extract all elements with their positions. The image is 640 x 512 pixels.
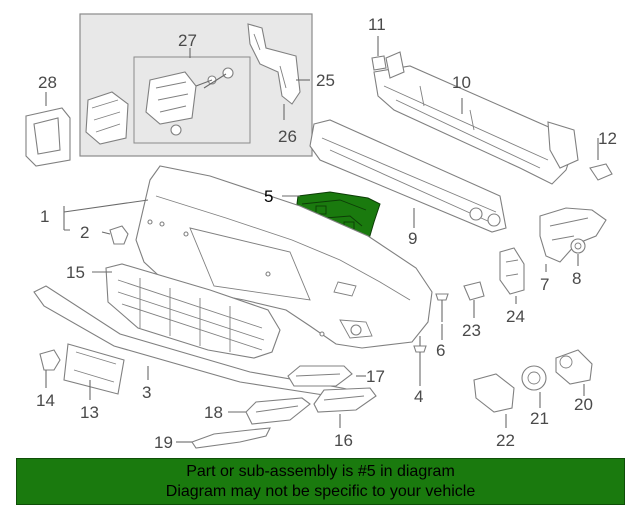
inset-box — [79, 13, 313, 157]
part-12-screw — [589, 163, 613, 181]
leader-lines — [45, 36, 599, 443]
part-4-bolt — [413, 336, 427, 368]
callout-18: 18 — [204, 403, 223, 422]
callout-10: 10 — [452, 73, 471, 92]
callout-17: 17 — [366, 367, 385, 386]
callout-26: 26 — [278, 127, 297, 146]
callout-6: 6 — [436, 341, 445, 360]
exploded-parts-diagram: 1 2 3 4 5 6 7 8 9 10 11 12 13 14 15 16 1… — [25, 13, 617, 452]
part-22-sensor-bracket — [473, 373, 515, 413]
callout-24: 24 — [506, 307, 525, 326]
part-19-trim — [191, 427, 271, 449]
part-9-absorber — [309, 119, 507, 233]
callout-9: 9 — [408, 229, 417, 248]
part-16-trim — [313, 387, 377, 413]
callout-14: 14 — [36, 391, 55, 410]
part-10-impact-bar — [373, 51, 579, 185]
callout-13: 13 — [80, 403, 99, 422]
callout-28: 28 — [38, 73, 57, 92]
banner-line-1: Part or sub-assembly is #5 in diagram — [186, 463, 455, 480]
callout-15: 15 — [66, 263, 85, 282]
callout-20: 20 — [574, 395, 593, 414]
callout-2: 2 — [80, 223, 89, 242]
banner-line-2: Diagram may not be specific to your vehi… — [165, 483, 476, 500]
part-18-trim — [245, 397, 311, 425]
part-20-sensor — [555, 349, 593, 385]
callout-4: 4 — [414, 387, 423, 406]
part-8-grommet — [570, 238, 586, 254]
callout-labels: 1 2 3 4 5 6 7 8 9 10 11 12 13 14 15 16 1… — [36, 15, 617, 452]
callout-3: 3 — [142, 383, 151, 402]
part-21-sensor — [521, 365, 547, 391]
part-14-clip — [39, 349, 61, 371]
callout-27: 27 — [178, 31, 197, 50]
callout-25: 25 — [316, 71, 335, 90]
callout-8: 8 — [572, 269, 581, 288]
part-2-cap — [109, 225, 129, 245]
info-banner: Part or sub-assembly is #5 in diagram Di… — [16, 458, 625, 505]
part-24-bracket — [499, 247, 525, 295]
callout-11: 11 — [368, 15, 386, 34]
part-11-bolt — [371, 55, 387, 71]
callout-19: 19 — [154, 433, 173, 452]
part-7-side-bracket — [539, 207, 607, 263]
part-23-clip — [463, 281, 485, 301]
part-15-grille — [105, 263, 281, 359]
part-28-housing — [25, 107, 71, 167]
part-13-plate-bracket — [63, 343, 125, 395]
callout-16: 16 — [334, 431, 353, 450]
callout-7: 7 — [540, 275, 549, 294]
callout-12: 12 — [598, 129, 617, 148]
part-17-trim — [287, 365, 353, 387]
callout-21: 21 — [530, 409, 549, 428]
part-6-bolt — [435, 293, 449, 322]
callout-1: 1 — [40, 207, 49, 226]
callout-5: 5 — [264, 187, 273, 206]
callout-23: 23 — [462, 321, 481, 340]
callout-22: 22 — [496, 431, 515, 450]
